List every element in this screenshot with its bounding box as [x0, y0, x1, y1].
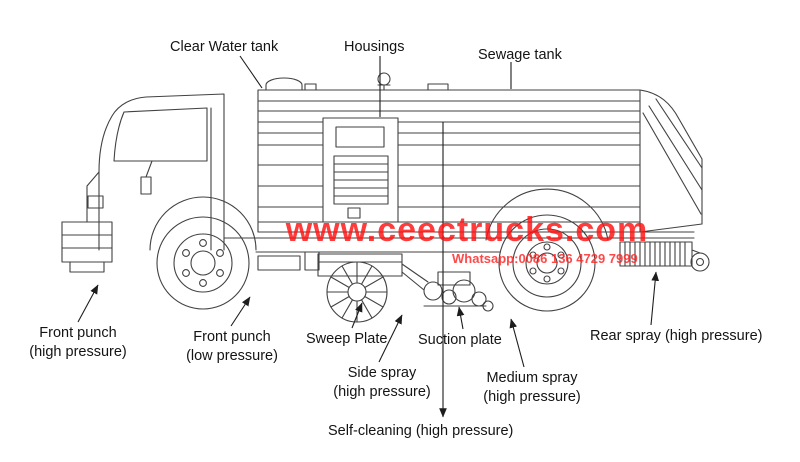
- label-front-punch-low: Front punch (low pressure): [186, 329, 278, 364]
- label-medium-spray: Medium spray (high pressure): [483, 370, 581, 405]
- label-sweep-plate: Sweep Plate: [306, 331, 388, 347]
- label-front-punch-high: Front punch (high pressure): [29, 325, 127, 360]
- label-side-spray: Side spray (high pressure): [333, 365, 431, 400]
- watermark-whatsapp: Whatsapp:0086 136 4729 7999: [452, 251, 638, 266]
- watermark-site: www.ceectrucks.com: [285, 211, 649, 249]
- truck-line-art: [61, 72, 710, 323]
- label-sewage-tank: Sewage tank: [478, 47, 562, 63]
- label-housings: Housings: [344, 39, 405, 55]
- label-self-cleaning: Self-cleaning (high pressure): [328, 423, 514, 439]
- label-clear-water-tank: Clear Water tank: [170, 39, 279, 55]
- leader-lines: [77, 55, 660, 418]
- label-rear-spray: Rear spray (high pressure): [590, 328, 763, 344]
- label-suction-plate: Suction plate: [418, 332, 502, 348]
